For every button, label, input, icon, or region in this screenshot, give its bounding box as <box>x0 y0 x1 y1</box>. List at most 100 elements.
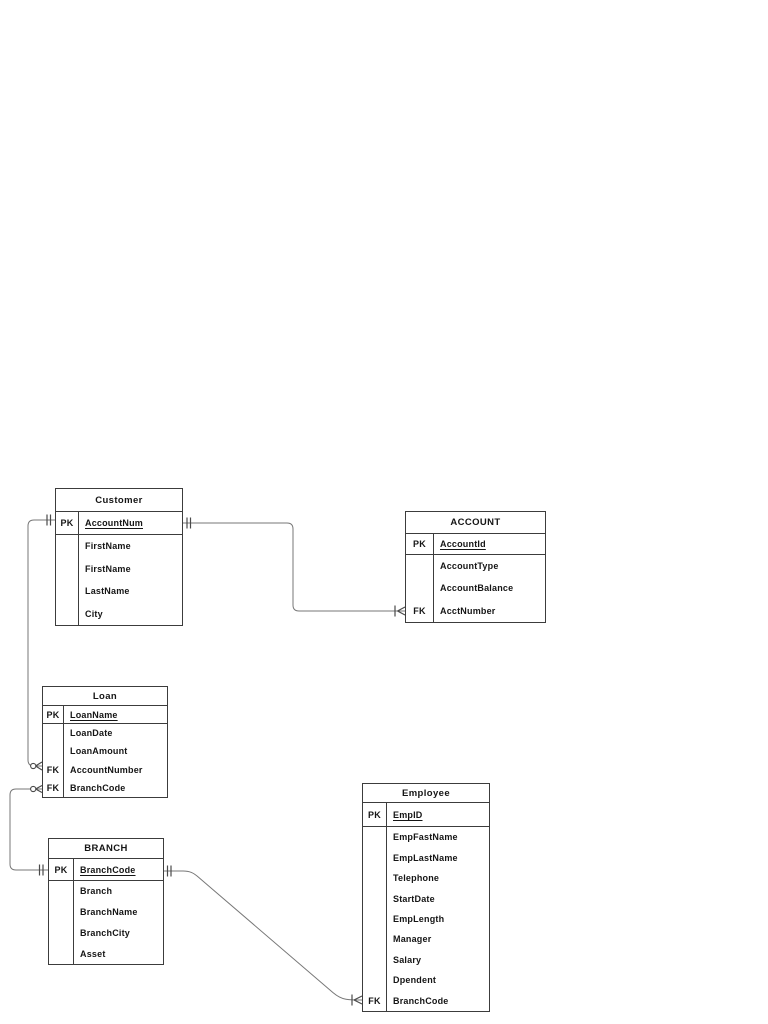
attribute-name: LoanName <box>70 709 118 720</box>
entity-body: PK EmpID EmpFastName EmpLastName Telepho… <box>363 803 489 1011</box>
zero-circle-icon <box>30 762 37 770</box>
attribute-row: PK AccountNum <box>56 512 182 535</box>
attribute-name: Salary <box>393 954 422 965</box>
attribute-name: AcctNumber <box>440 605 496 616</box>
key-cell <box>363 888 387 909</box>
relationship-branch-employee <box>164 865 363 1006</box>
attribute-row: PK AccountId <box>406 534 545 555</box>
entity-title: Employee <box>363 784 489 803</box>
attribute-name: Asset <box>80 948 106 959</box>
attribute-row: EmpLastName <box>363 847 489 868</box>
fk-label: FK <box>43 760 64 779</box>
pk-label: PK <box>406 534 434 554</box>
attribute-row: LoanAmount <box>43 742 167 761</box>
fk-label: FK <box>363 990 387 1011</box>
key-cell <box>406 577 434 600</box>
attribute-name: BranchCode <box>393 995 449 1006</box>
key-cell <box>56 580 79 603</box>
entity-body: PK AccountId AccountType AccountBalance … <box>406 534 545 622</box>
attribute-row: City <box>56 602 182 625</box>
attribute-name: AccountNumber <box>70 764 143 775</box>
pk-label: PK <box>49 859 74 880</box>
attribute-name: EmpFastName <box>393 832 458 843</box>
attribute-name: BranchName <box>80 907 138 918</box>
pk-label: PK <box>363 803 387 826</box>
attribute-name: BranchCode <box>80 864 136 875</box>
attribute-name: Branch <box>80 886 113 897</box>
attribute-name: BranchCode <box>70 782 126 793</box>
attribute-name: Telephone <box>393 873 440 884</box>
key-cell <box>49 901 74 923</box>
key-cell <box>363 867 387 889</box>
attribute-row: Telephone <box>363 867 489 889</box>
attribute-row: EmpFastName <box>363 827 489 848</box>
entity-loan: Loan PK LoanName LoanDate LoanAmount FK … <box>42 686 168 798</box>
attribute-row: BranchCity <box>49 922 163 944</box>
attribute-name: AccountType <box>440 561 499 572</box>
attribute-row: EmpLength <box>363 908 489 930</box>
attribute-row: PK BranchCode <box>49 859 163 881</box>
attribute-name: AccountBalance <box>440 583 514 594</box>
attribute-row: FK AccountNumber <box>43 760 167 779</box>
attribute-name: EmpLastName <box>393 852 458 863</box>
key-cell <box>363 908 387 930</box>
key-cell <box>363 949 387 971</box>
key-cell <box>49 943 74 964</box>
attribute-row: FirstName <box>56 557 182 580</box>
attribute-name: EmpLength <box>393 913 445 924</box>
attribute-name: FirstName <box>85 563 131 574</box>
attribute-row: PK LoanName <box>43 706 167 724</box>
one-tick-icon <box>38 864 44 876</box>
entity-account: ACCOUNT PK AccountId AccountType Account… <box>405 511 546 623</box>
entity-title: ACCOUNT <box>406 512 545 534</box>
attribute-row: Salary <box>363 949 489 971</box>
key-cell <box>363 827 387 848</box>
crow-foot-icon <box>351 994 363 1006</box>
crow-foot-icon <box>394 605 406 617</box>
attribute-row: AccountBalance <box>406 577 545 600</box>
entity-body: PK BranchCode Branch BranchName BranchCi… <box>49 859 163 964</box>
attribute-row: FK BranchCode <box>43 778 167 797</box>
fk-label: FK <box>406 599 434 622</box>
key-cell <box>56 602 79 625</box>
attribute-name: EmpID <box>393 809 423 820</box>
key-cell <box>56 535 79 558</box>
attribute-name: Dpendent <box>393 975 437 986</box>
attribute-name: LoanDate <box>70 728 113 739</box>
pk-label: PK <box>43 706 64 723</box>
attribute-row: StartDate <box>363 888 489 909</box>
attribute-row: PK EmpID <box>363 803 489 827</box>
attribute-row: Dpendent <box>363 970 489 991</box>
key-cell <box>363 929 387 950</box>
attribute-name: AccountId <box>440 539 486 549</box>
entity-branch: BRANCH PK BranchCode Branch BranchName B… <box>48 838 164 965</box>
entity-title: BRANCH <box>49 839 163 859</box>
attribute-name: StartDate <box>393 893 435 904</box>
attribute-name: Manager <box>393 934 432 945</box>
key-cell <box>49 881 74 902</box>
key-cell <box>56 557 79 580</box>
attribute-row: AccountType <box>406 555 545 578</box>
pk-label: PK <box>56 512 79 534</box>
key-cell <box>406 555 434 578</box>
entity-title: Loan <box>43 687 167 706</box>
relationship-customer-account <box>183 517 406 617</box>
attribute-name: LoanAmount <box>70 746 128 757</box>
attribute-row: LastName <box>56 580 182 603</box>
entity-body: PK AccountNum FirstName FirstName LastNa… <box>56 512 182 625</box>
attribute-name: City <box>85 608 103 619</box>
one-tick-icon <box>166 865 172 877</box>
attribute-name: AccountNum <box>85 518 143 528</box>
relationship-branch-loan <box>9 784 48 876</box>
key-cell <box>43 724 64 743</box>
entity-body: PK LoanName LoanDate LoanAmount FK Accou… <box>43 706 167 797</box>
entity-title: Customer <box>56 489 182 512</box>
attribute-row: FK AcctNumber <box>406 599 545 622</box>
zero-circle-icon <box>30 785 37 793</box>
key-cell <box>363 970 387 991</box>
key-cell <box>363 847 387 868</box>
attribute-row: FK BranchCode <box>363 990 489 1011</box>
key-cell <box>43 742 64 761</box>
fk-label: FK <box>43 778 64 797</box>
